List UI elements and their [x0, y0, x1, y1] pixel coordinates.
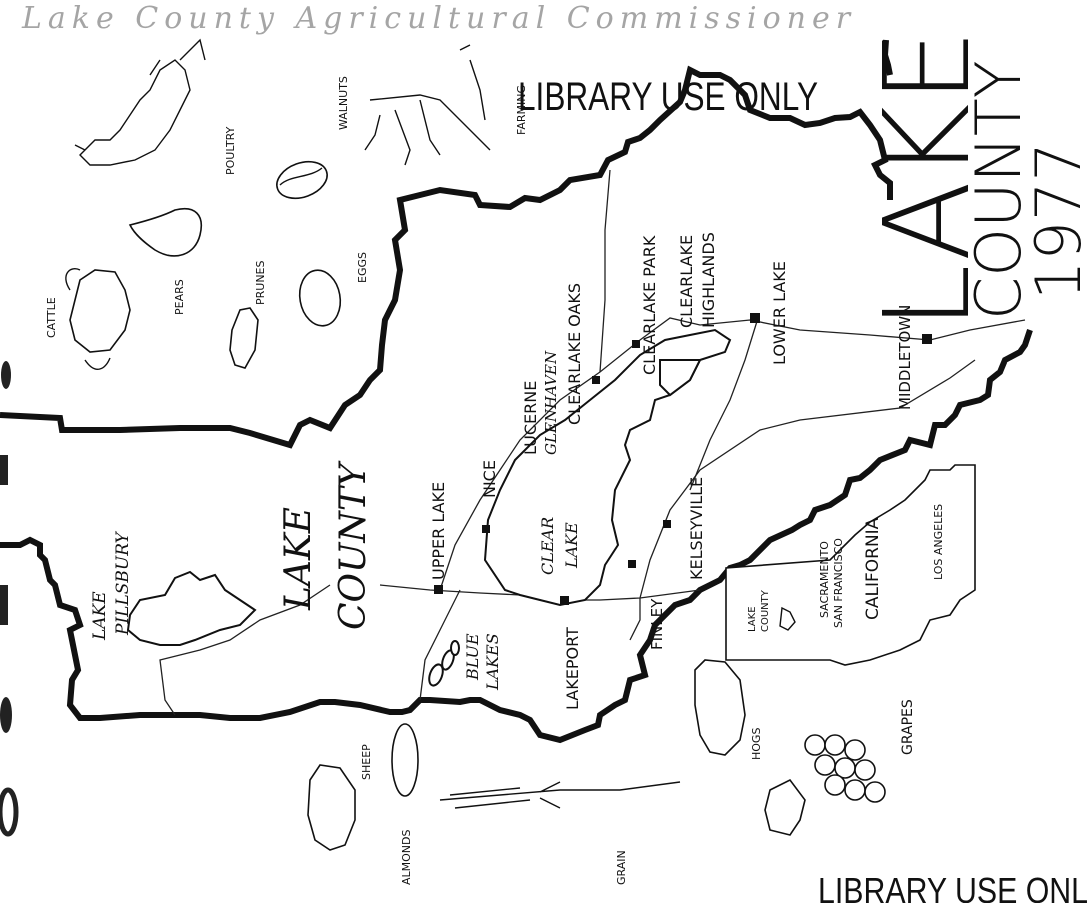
clear-lake-lower-arm	[659, 359, 702, 397]
county-border-north	[881, 39, 893, 76]
label-grapes: GRAPES	[900, 699, 916, 755]
county-border-east	[0, 329, 1033, 744]
hog-icon	[694, 659, 746, 756]
county-border	[0, 65, 893, 449]
label-hogs: HOGS	[750, 728, 763, 760]
label-lucerne: LUCERNE	[521, 381, 540, 455]
label-poultry: POULTRY	[224, 126, 237, 175]
title-county: COUNTY	[962, 60, 1035, 320]
title-lake: LAKE	[858, 29, 996, 330]
label-pears: PEARS	[173, 279, 186, 315]
prunes-icon	[229, 307, 259, 369]
inset-lake-county-2: COUNTY	[760, 589, 771, 632]
inset-san-francisco: SAN FRANCISCO	[832, 538, 845, 628]
label-eggs: EGGS	[356, 252, 369, 283]
inset-los-angeles: LOS ANGELES	[932, 504, 945, 580]
label-grain: GRAIN	[615, 850, 628, 885]
label-walnuts: WALNUTS	[337, 76, 350, 130]
farmer-icon	[364, 44, 491, 166]
blue-lakes-shapes	[428, 640, 460, 687]
label-clearlake-highlands-2: HIGHLANDS	[699, 232, 718, 328]
inset-california: CALIFORNIA	[863, 517, 883, 620]
label-lake-pillsbury-1: LAKE	[90, 591, 110, 641]
product-sketches	[65, 38, 886, 851]
title-block: LAKE COUNTY 1977	[858, 29, 1088, 330]
grain-icon	[439, 781, 681, 809]
chicken-icon	[74, 38, 206, 166]
grapes-icon	[764, 734, 886, 836]
california-inset: LAKE COUNTY SACRAMENTO SAN FRANCISCO CAL…	[725, 464, 976, 666]
map-labels: UPPER LAKE NICE LUCERNE GLENHAVEN CLEARL…	[90, 232, 914, 710]
stamp-library-use-top: LIBRARY USE ONLY	[518, 75, 818, 119]
handwritten-title: Lake County Agricultural Commissioner	[21, 1, 856, 36]
title-year: 1977	[1022, 142, 1088, 300]
label-clearlake-highlands-1: CLEARLAKE	[677, 235, 696, 328]
lake-pillsbury-shape	[126, 570, 257, 646]
label-blue-lakes-1: BLUE	[463, 633, 482, 681]
town-markers	[434, 313, 932, 605]
label-lakeport: LAKEPORT	[563, 627, 582, 710]
label-clearlake-oaks: CLEARLAKE OAKS	[565, 283, 584, 425]
product-labels: POULTRY WALNUTS FARMING CATTLE PEARS PRU…	[45, 76, 916, 885]
label-glenhaven: GLENHAVEN	[542, 350, 560, 455]
label-cattle: CATTLE	[45, 297, 58, 338]
cattle-icon	[69, 269, 131, 353]
label-farming: FARMING	[515, 85, 528, 135]
label-clear-lake-2: LAKE	[562, 522, 581, 569]
label-middletown: MIDDLETOWN	[896, 305, 914, 410]
label-kelseyville: KELSEYVILLE	[687, 477, 706, 580]
label-lower-lake: LOWER LAKE	[770, 261, 789, 365]
label-prunes: PRUNES	[254, 260, 267, 305]
egg-icon	[298, 269, 342, 327]
left-edge-marks	[0, 361, 19, 837]
label-nice: NICE	[480, 460, 499, 498]
label-blue-lakes-2: LAKES	[483, 633, 502, 691]
label-lake-county-1: LAKE	[278, 507, 319, 611]
label-almonds: ALMONDS	[400, 829, 413, 885]
walnut-icon	[276, 160, 328, 200]
almond-icon	[391, 723, 419, 797]
inset-sacramento: SACRAMENTO	[818, 541, 831, 618]
sheep-icon	[307, 764, 356, 851]
label-lake-county-2: COUNTY	[333, 460, 374, 630]
label-finley: FINLEY	[648, 598, 666, 650]
label-clearlake-park: CLEARLAKE PARK	[640, 235, 659, 375]
stamp-library-use-bottom: LIBRARY USE ONL	[818, 870, 1088, 903]
label-sheep: SHEEP	[360, 744, 373, 780]
pear-icon	[128, 208, 202, 257]
label-upper-lake: UPPER LAKE	[429, 482, 448, 580]
label-lake-pillsbury-2: PILLSBURY	[113, 531, 133, 636]
inset-lake-county-1: LAKE	[747, 606, 758, 632]
label-clear-lake-1: CLEAR	[538, 517, 557, 575]
